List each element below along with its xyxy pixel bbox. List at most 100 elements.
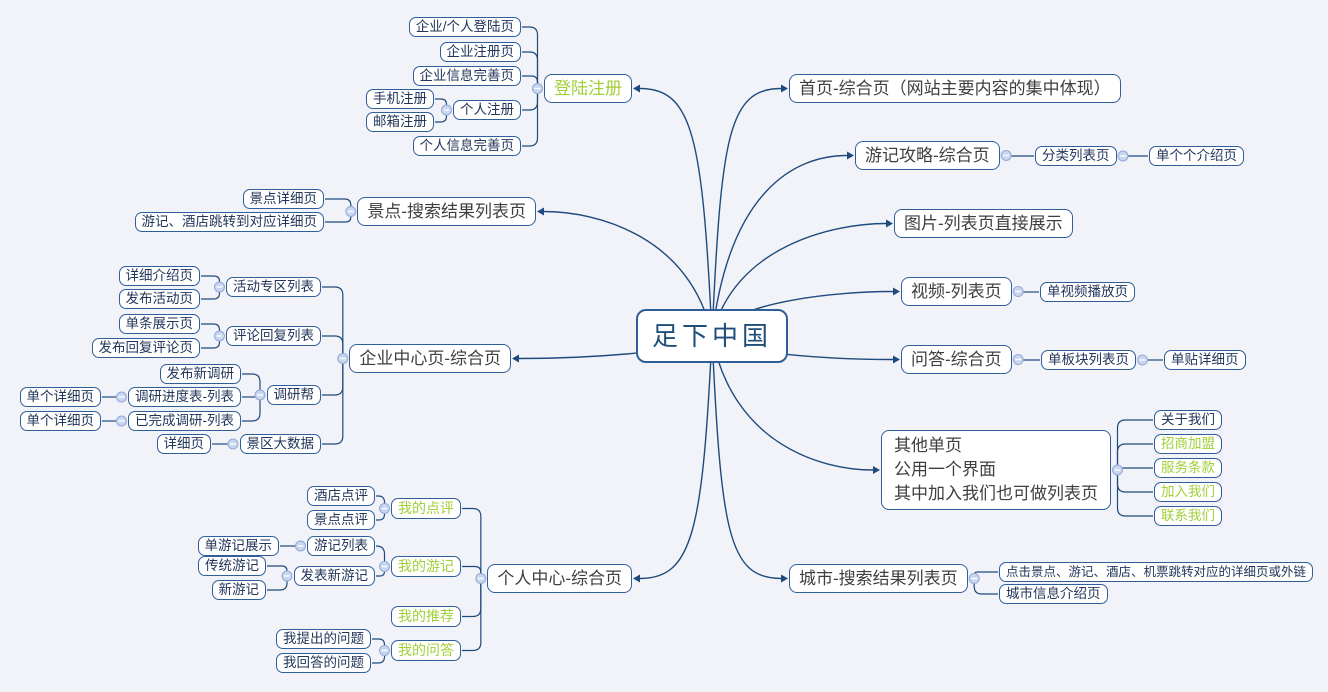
arrowhead-icon	[847, 151, 854, 160]
connector-line	[376, 495, 386, 504]
topic-node[interactable]: 景点点评	[307, 510, 375, 530]
branch-scenic-search[interactable]: 景点-搜索结果列表页	[357, 197, 536, 226]
arrowhead-icon	[633, 84, 640, 93]
branch-city-search[interactable]: 城市-搜索结果列表页	[789, 564, 968, 593]
connector-line	[522, 93, 539, 147]
connector-line	[372, 655, 386, 664]
topic-node[interactable]: 发布新调研	[159, 364, 241, 384]
branch-travelogue[interactable]: 游记攻略-综合页	[855, 141, 1000, 170]
root-topic[interactable]: 足下中国	[636, 309, 789, 363]
branch-home[interactable]: 首页-综合页（网站主要内容的集中体现）	[789, 74, 1121, 103]
connector-line	[462, 583, 482, 652]
topic-node[interactable]: 发布活动页	[118, 289, 200, 309]
connector-line	[322, 286, 344, 354]
topic-node[interactable]: 手机注册	[366, 89, 434, 109]
topic-node[interactable]: 单个详细页	[19, 387, 101, 407]
connector-line	[322, 335, 344, 354]
topic-node[interactable]: 个人注册	[453, 100, 521, 120]
topic-node[interactable]: 联系我们	[1154, 506, 1222, 526]
topic-node[interactable]: 加入我们	[1154, 482, 1222, 502]
topic-node[interactable]: 我的推荐	[391, 606, 461, 627]
topic-node[interactable]: 城市信息介绍页	[999, 584, 1108, 604]
connector-line	[376, 545, 386, 562]
arrowhead-icon	[537, 207, 544, 216]
topic-node[interactable]: 景区大数据	[239, 434, 321, 454]
topic-node[interactable]: 关于我们	[1154, 410, 1222, 430]
topic-node[interactable]: 调研帮	[266, 385, 321, 405]
connector-line	[522, 26, 539, 84]
topic-node[interactable]: 企业注册页	[439, 42, 521, 62]
topic-node[interactable]: 单视频播放页	[1040, 282, 1135, 302]
topic-node[interactable]: 新游记	[211, 580, 266, 600]
branch-line	[711, 87, 782, 337]
connector-line	[376, 513, 386, 521]
topic-node[interactable]: 我提出的问题	[276, 629, 371, 649]
branch-enterprise-center[interactable]: 企业中心页-综合页	[349, 344, 511, 373]
arrowhead-icon	[873, 466, 880, 474]
topic-node[interactable]: 游记列表	[307, 536, 375, 556]
arrowhead-icon	[886, 219, 893, 228]
topic-node[interactable]: 单贴详细页	[1164, 350, 1246, 370]
topic-node[interactable]: 企业信息完善页	[412, 66, 521, 86]
topic-node[interactable]: 酒店点评	[307, 486, 375, 506]
topic-node[interactable]: 我的点评	[391, 498, 461, 519]
topic-node[interactable]: 已完成调研-列表	[128, 411, 241, 431]
topic-node[interactable]: 单游记展示	[197, 536, 279, 556]
arrowhead-icon	[893, 355, 900, 364]
arrowhead-icon	[633, 574, 640, 583]
connector-line	[242, 373, 261, 390]
arrowhead-icon	[781, 84, 788, 93]
topic-node[interactable]: 发布回复评论页	[91, 338, 200, 358]
topic-node[interactable]: 单板块列表页	[1041, 350, 1136, 370]
topic-node[interactable]: 个人信息完善页	[412, 136, 521, 156]
connector-line	[462, 583, 482, 618]
arrowhead-icon	[781, 574, 788, 583]
connector-line	[1116, 475, 1153, 493]
connector-line	[322, 363, 344, 445]
topic-node[interactable]: 游记、酒店跳转到对应详细页	[134, 212, 324, 232]
topic-node[interactable]: 分类列表页	[1035, 146, 1117, 166]
topic-node[interactable]: 活动专区列表	[226, 277, 321, 297]
branch-images[interactable]: 图片-列表页直接展示	[894, 209, 1073, 238]
topic-node[interactable]: 单条展示页	[118, 314, 200, 334]
connector-line	[201, 292, 221, 300]
topic-node[interactable]: 发表新游记	[293, 566, 375, 586]
branch-qa[interactable]: 问答-综合页	[901, 345, 1012, 374]
topic-node[interactable]: 招商加盟	[1154, 434, 1222, 454]
topic-node[interactable]: 单个个介绍页	[1149, 146, 1244, 166]
connector-line	[322, 363, 344, 396]
topic-node[interactable]: 单个详细页	[19, 411, 101, 431]
connector-line	[325, 216, 352, 223]
topic-node[interactable]: 点击景点、游记、酒店、机票跳转对应的详细页或外链	[999, 562, 1314, 582]
branch-line	[711, 154, 848, 337]
topic-node[interactable]: 企业/个人登陆页	[408, 17, 521, 37]
topic-node[interactable]: 我的游记	[391, 556, 461, 577]
branch-other-pages[interactable]: 其他单页 公用一个界面 其中加入我们也可做列表页	[881, 430, 1111, 510]
topic-node[interactable]: 邮箱注册	[366, 112, 434, 132]
topic-node[interactable]: 详细介绍页	[118, 266, 200, 286]
connector-line	[201, 323, 221, 331]
connector-line	[435, 115, 448, 123]
arrowhead-icon	[512, 354, 519, 363]
topic-node[interactable]: 我回答的问题	[276, 653, 371, 673]
branch-line	[543, 210, 713, 337]
connector-line	[372, 638, 386, 646]
topic-node[interactable]: 服务条款	[1154, 458, 1222, 478]
branch-login-register[interactable]: 登陆注册	[544, 74, 632, 103]
branch-line	[711, 222, 887, 337]
connector-line	[522, 75, 539, 84]
topic-node[interactable]: 调研进度表-列表	[128, 387, 241, 407]
branch-videos[interactable]: 视频-列表页	[901, 277, 1012, 306]
branch-line	[711, 335, 782, 580]
topic-node[interactable]: 详细页	[156, 434, 211, 454]
topic-node[interactable]: 我的问答	[391, 640, 461, 661]
connector-line	[325, 198, 352, 207]
topic-node[interactable]: 景点详细页	[242, 189, 324, 209]
topic-node[interactable]: 评论回复列表	[226, 326, 321, 346]
branch-line	[639, 335, 713, 580]
connector-line	[201, 275, 221, 282]
topic-node[interactable]: 传统游记	[198, 556, 266, 576]
connector-line	[242, 400, 261, 422]
branch-personal-center[interactable]: 个人中心-综合页	[487, 564, 632, 593]
